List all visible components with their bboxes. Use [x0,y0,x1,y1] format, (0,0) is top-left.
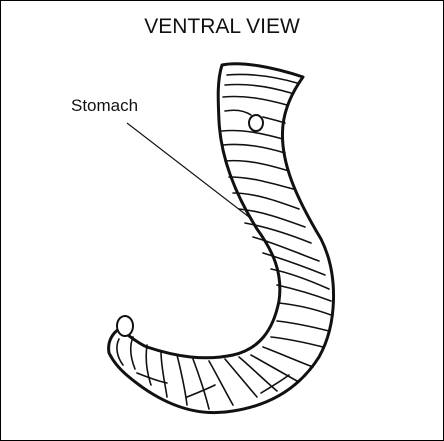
lower-opening [117,316,133,336]
upper-opening [249,115,263,131]
